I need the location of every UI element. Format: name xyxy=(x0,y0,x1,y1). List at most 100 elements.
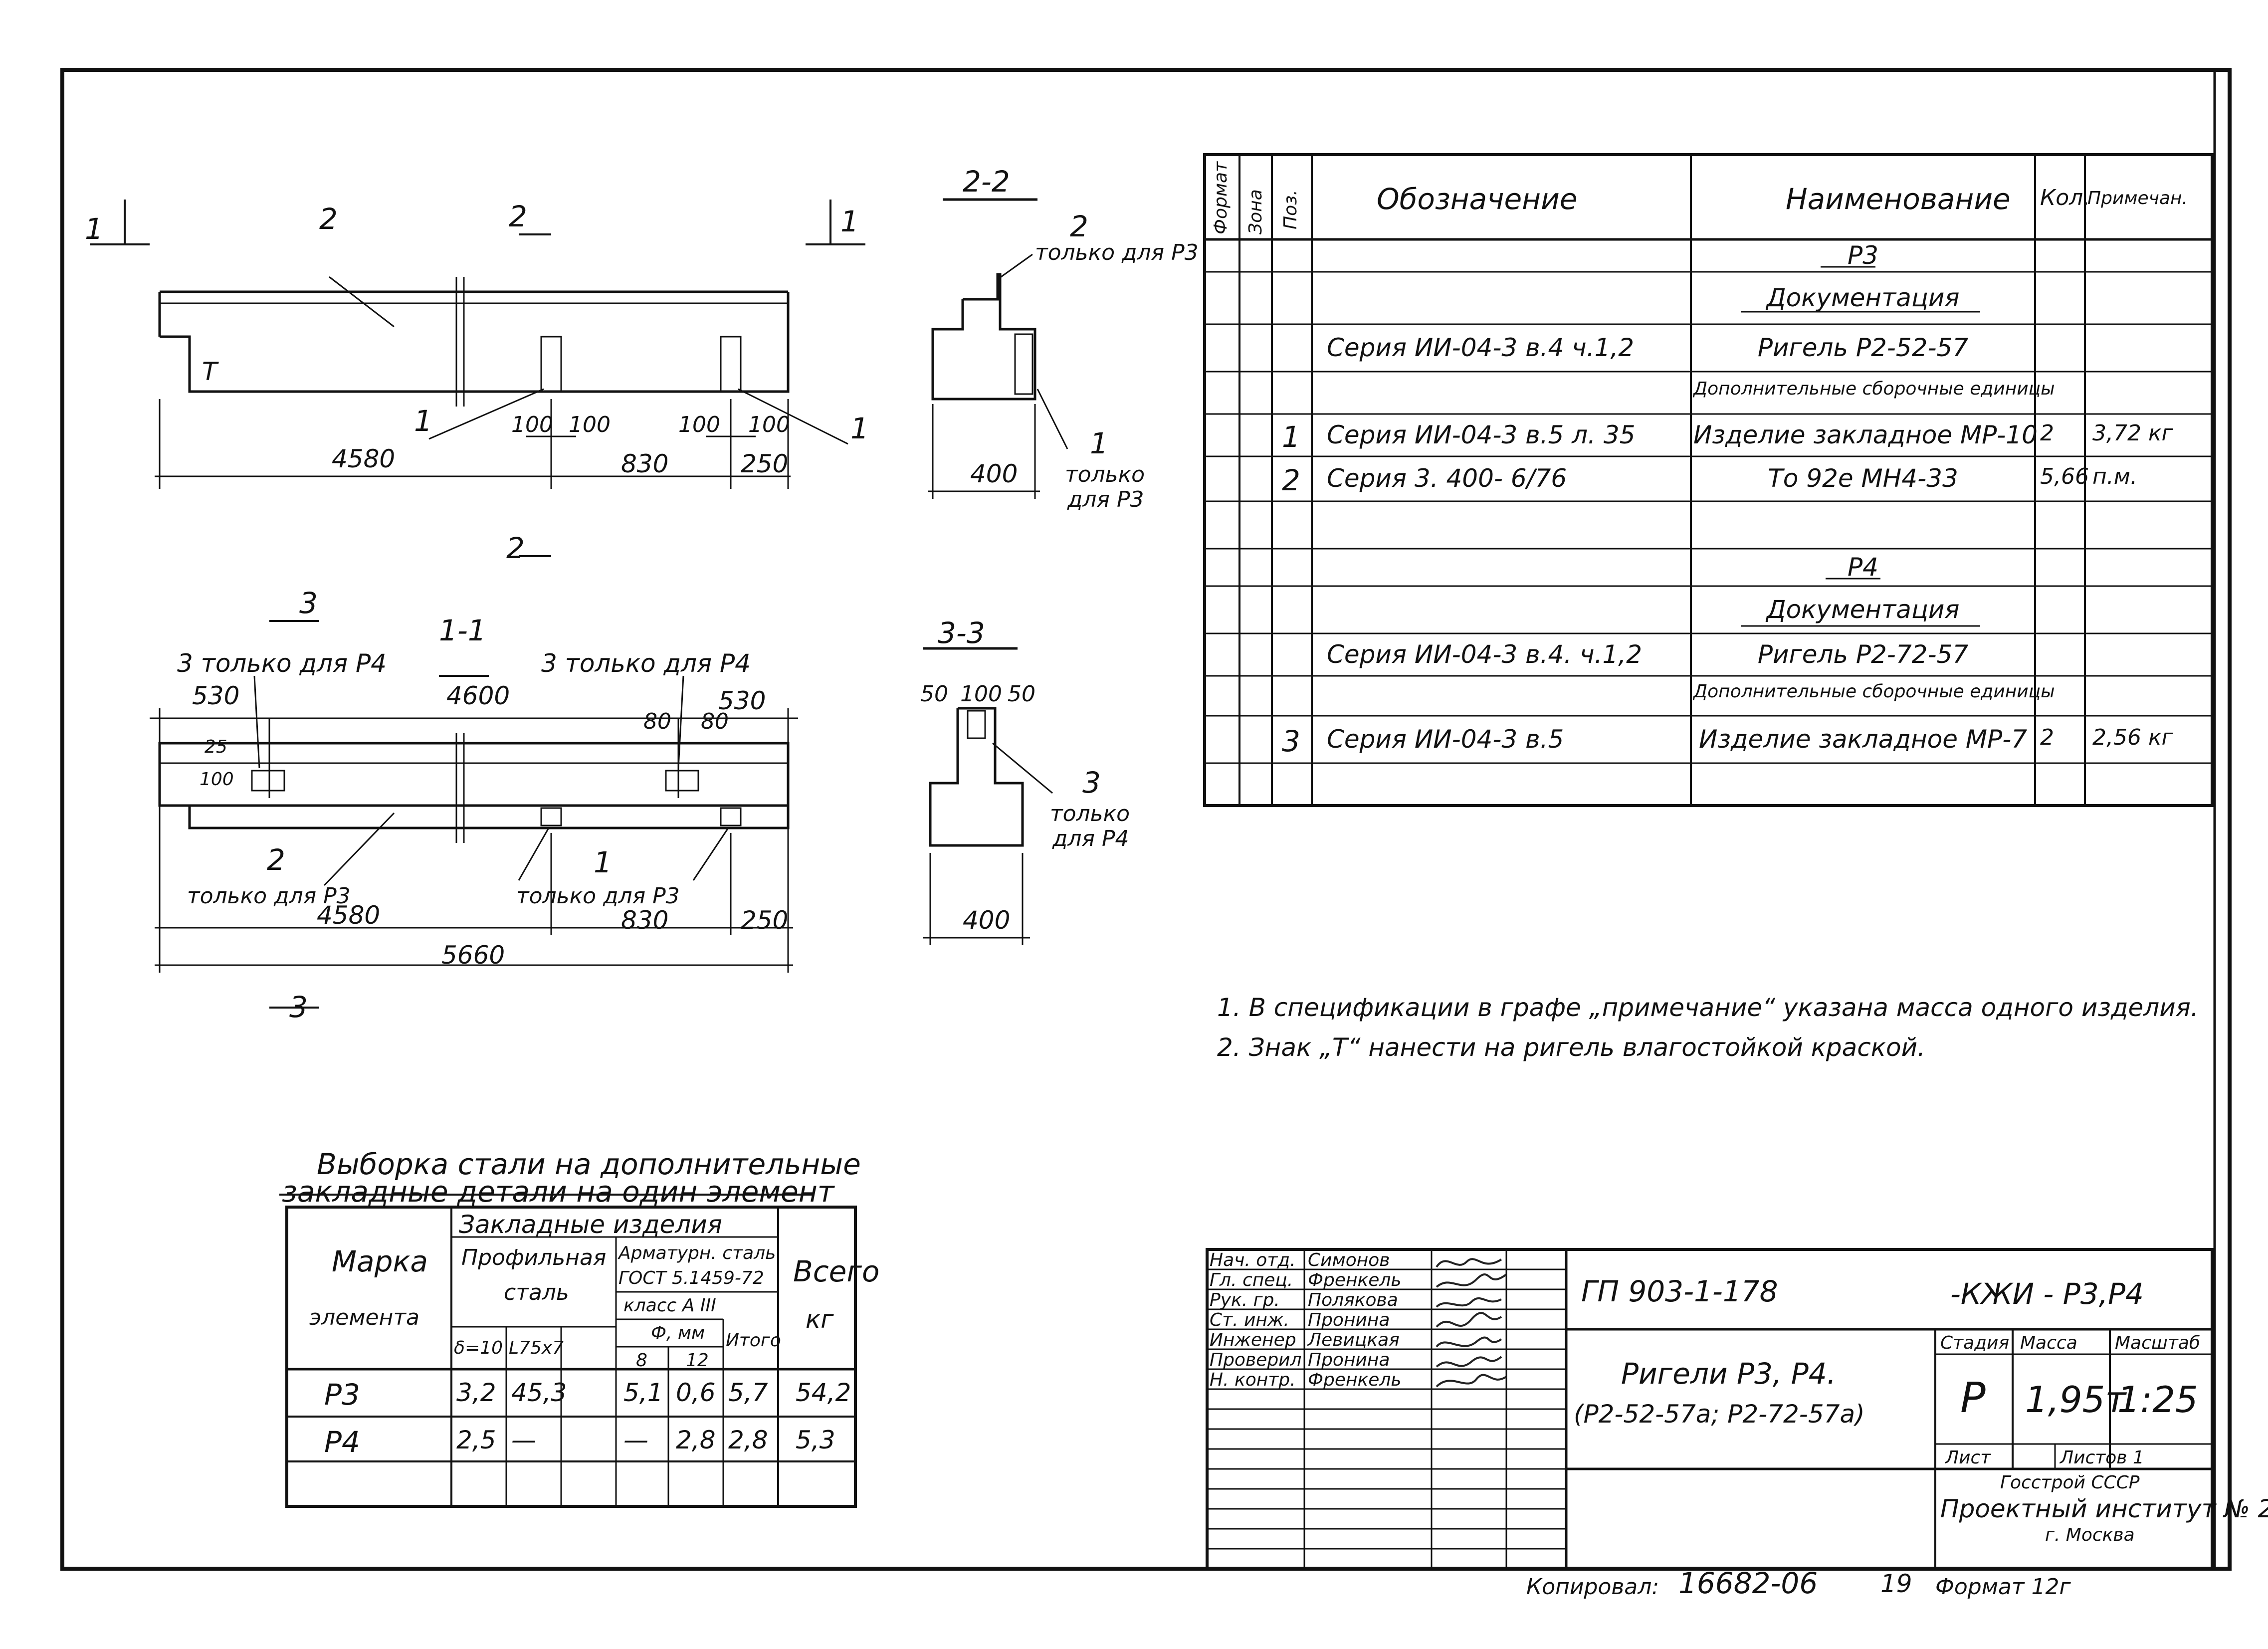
spec-cell-pos: 2 xyxy=(1282,463,1300,497)
dim-100b: 100 xyxy=(569,412,611,437)
stamp-header-scale: Масштаб xyxy=(2115,1333,2201,1353)
spec-cell-name: Р4 xyxy=(1848,552,1878,582)
spec-header-designation: Обозначение xyxy=(1377,182,1578,216)
steel-header-kg: кг xyxy=(806,1305,834,1334)
section-label-1-1: 1-1 xyxy=(439,614,486,647)
sec22-pos-2: 2 xyxy=(1070,209,1088,243)
spec-cell-note: 2,56 кг xyxy=(2092,724,2173,750)
stamp-org-3: г. Москва xyxy=(2045,1525,2135,1545)
stamp-header-mass: Масса xyxy=(2020,1333,2077,1353)
stamp-header-stage: Стадия xyxy=(1940,1333,2010,1353)
steel-cell-l75: — xyxy=(511,1426,536,1454)
spec-cell-designation: Серия 3. 400- 6/76 xyxy=(1327,464,1567,493)
steel-header-d10: δ=10 xyxy=(454,1338,503,1358)
sec22-dim-400: 400 xyxy=(970,459,1018,488)
stamp-role: Рук. гр. xyxy=(1210,1290,1280,1310)
steel-header-rebar-2: ГОСТ 5.1459-72 xyxy=(619,1268,764,1288)
stamp-project: ГП 903-1-178 xyxy=(1581,1274,1778,1308)
plan-note-p3a: только для Р3 xyxy=(187,883,351,909)
spec-cell-qty: 2 xyxy=(2040,724,2054,750)
stamp-title-1: Ригели Р3, Р4. xyxy=(1621,1357,1837,1391)
spec-header-pos: Поз. xyxy=(1280,190,1301,229)
spec-header-format: Формат xyxy=(1211,161,1231,234)
dim-100a: 100 xyxy=(511,412,553,437)
stamp-name: Симонов xyxy=(1308,1250,1390,1270)
stamp-name: Пронина xyxy=(1308,1310,1390,1330)
stamp-role: Нач. отд. xyxy=(1210,1250,1296,1270)
sec33-pos-3: 3 xyxy=(1082,766,1101,800)
spec-cell-name: Дополнительные сборочные единицы xyxy=(1693,681,2055,702)
plan-note-3b: 3 только для Р4 xyxy=(541,649,751,678)
cut-mark-2-top: 2 xyxy=(509,200,527,233)
steel-cell-c12: 0,6 xyxy=(676,1378,716,1407)
footer-num: 19 xyxy=(1880,1569,1912,1598)
spec-cell-note: 3,72 кг xyxy=(2092,420,2173,446)
dim-250: 250 xyxy=(741,449,789,478)
stamp-scale: 1:25 xyxy=(2117,1379,2198,1421)
spec-cell-pos: 3 xyxy=(1282,724,1300,758)
spec-cell-designation: Серия ИИ-04-3 в.4 ч.1,2 xyxy=(1327,333,1635,362)
sec22-note-top: только для Р3 xyxy=(1035,240,1199,265)
elev-pos-1a: 1 xyxy=(414,404,432,438)
dim-100d: 100 xyxy=(748,412,790,437)
plan-dim-5660: 5660 xyxy=(441,941,505,970)
steel-cell-mark: Р4 xyxy=(324,1425,360,1459)
sec33-dim-50b: 50 xyxy=(1008,681,1035,707)
steel-cell-itogo: 2,8 xyxy=(728,1426,768,1454)
spec-cell-pos: 1 xyxy=(1282,419,1300,454)
stamp-name: Френкель xyxy=(1308,1370,1402,1390)
plan-dim-80a: 80 xyxy=(643,709,671,734)
spec-cell-name: Изделие закладное МР-7 xyxy=(1698,724,2028,754)
steel-title-1: Выборка стали на дополнительные xyxy=(317,1147,861,1181)
steel-header-phi: Ф, мм xyxy=(651,1323,705,1343)
spec-header-note: Примечан. xyxy=(2087,188,2188,208)
steel-cell-l75: 45,3 xyxy=(511,1378,567,1407)
steel-cell-d10: 2,5 xyxy=(456,1426,496,1454)
steel-cell-c8: 5,1 xyxy=(623,1378,663,1407)
spec-header-zone: Зона xyxy=(1245,189,1266,234)
steel-header-embedded: Закладные изделия xyxy=(459,1210,722,1239)
dim-4580: 4580 xyxy=(332,444,396,473)
spec-header-qty: Кол. xyxy=(2040,185,2090,210)
plan-note-3a: 3 только для Р4 xyxy=(177,649,387,678)
spec-cell-designation: Серия ИИ-04-3 в.4. ч.1,2 xyxy=(1327,639,1643,669)
spec-cell-note: п.м. xyxy=(2092,464,2137,489)
spec-cell-designation: Серия ИИ-04-3 в.5 л. 35 xyxy=(1327,420,1636,449)
spec-cell-designation: Серия ИИ-04-3 в.5 xyxy=(1327,724,1564,754)
steel-header-rebar-1: Арматурн. сталь xyxy=(619,1243,776,1263)
sec33-dim-50a: 50 xyxy=(920,681,948,707)
sec33-dim-100: 100 xyxy=(960,681,1002,707)
stamp-role: Н. контр. xyxy=(1210,1370,1296,1390)
plan-note-p3b: только для Р3 xyxy=(516,883,680,909)
stamp-sheets: Листов 1 xyxy=(2060,1447,2144,1468)
stamp-role: Инженер xyxy=(1210,1330,1296,1350)
spec-cell-name: Р3 xyxy=(1848,240,1878,270)
steel-cell-d10: 3,2 xyxy=(456,1378,496,1407)
dim-830: 830 xyxy=(621,449,669,478)
elev-pos-2: 2 xyxy=(319,202,338,236)
note-2: 2. Знак „Т“ нанести на ригель влагостойк… xyxy=(1217,1033,1925,1062)
cut-mark-1-left: 1 xyxy=(85,212,103,246)
spec-cell-name: То 92е МН4-33 xyxy=(1768,464,1958,493)
section-label-3-3: 3-3 xyxy=(938,616,985,650)
stamp-name: Левицкая xyxy=(1308,1330,1400,1350)
footer-format: Формат 12г xyxy=(1935,1574,2071,1600)
spec-cell-qty: 2 xyxy=(2040,420,2054,446)
steel-header-l75: L75x7 xyxy=(509,1338,564,1358)
spec-cell-name: Документация xyxy=(1766,283,1960,312)
cut-mark-3-top: 3 xyxy=(299,586,318,620)
steel-header-8: 8 xyxy=(636,1350,647,1371)
steel-title-2: закладные детали на один элемент xyxy=(282,1175,834,1209)
steel-header-itogo: Итого xyxy=(726,1330,781,1351)
plan-dim-250: 250 xyxy=(741,906,789,935)
cut-mark-3-bottom: 3 xyxy=(289,990,308,1024)
steel-cell-mark: Р3 xyxy=(324,1378,360,1412)
sec22-pos-1: 1 xyxy=(1090,426,1108,460)
stamp-code: -КЖИ - Р3,Р4 xyxy=(1950,1277,2144,1311)
spec-cell-qty: 5,66 xyxy=(2040,464,2089,489)
footer-copied: Копировал: xyxy=(1526,1574,1659,1600)
steel-cell-total: 54,2 xyxy=(796,1378,851,1407)
steel-cell-total: 5,3 xyxy=(796,1426,835,1454)
stamp-role: Проверил xyxy=(1210,1350,1302,1370)
sec22-note-bot1: только xyxy=(1065,462,1145,487)
